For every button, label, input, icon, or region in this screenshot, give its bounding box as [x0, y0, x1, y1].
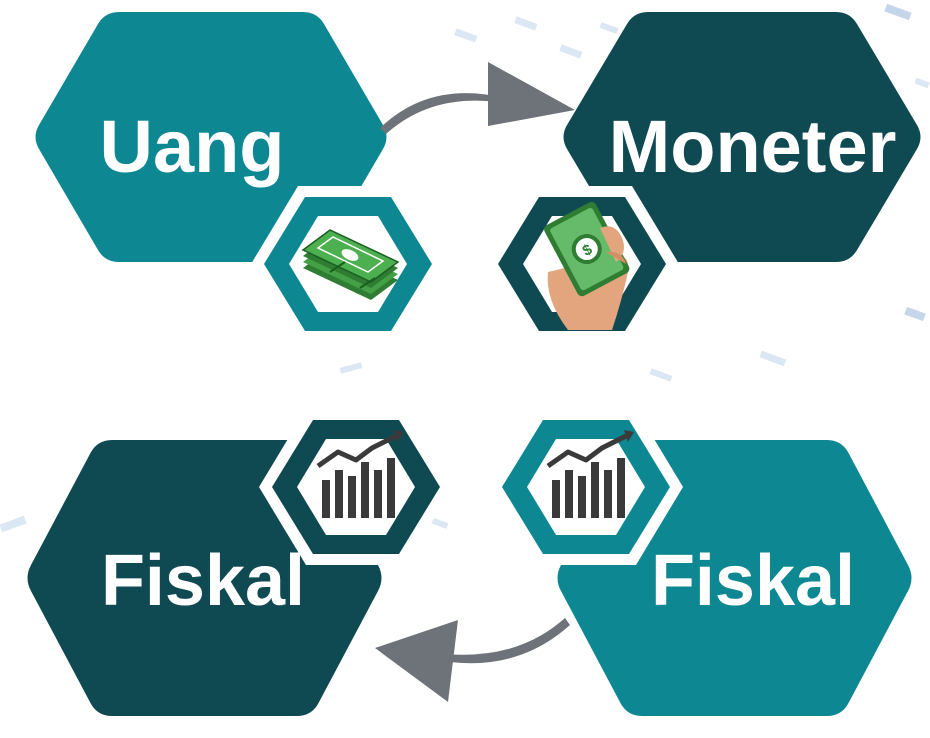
- hexagon-moneter: [563, 12, 921, 262]
- phone-payment-icon: $: [544, 201, 630, 330]
- node-label-uang: Uang: [99, 105, 285, 188]
- bar-chart-icon: [546, 430, 634, 518]
- arrow-uang-to-moneter: [380, 62, 575, 134]
- cash-stack-icon: [301, 229, 400, 300]
- node-label-fiskal-left: Fiskal: [100, 541, 306, 621]
- node-label-moneter: Moneter: [608, 105, 897, 188]
- node-label-fiskal-right: Fiskal: [650, 541, 856, 621]
- bar-chart-icon: [316, 430, 404, 518]
- background-decoration: [0, 3, 930, 533]
- arrow-fiskal-right-to-left: [375, 618, 570, 702]
